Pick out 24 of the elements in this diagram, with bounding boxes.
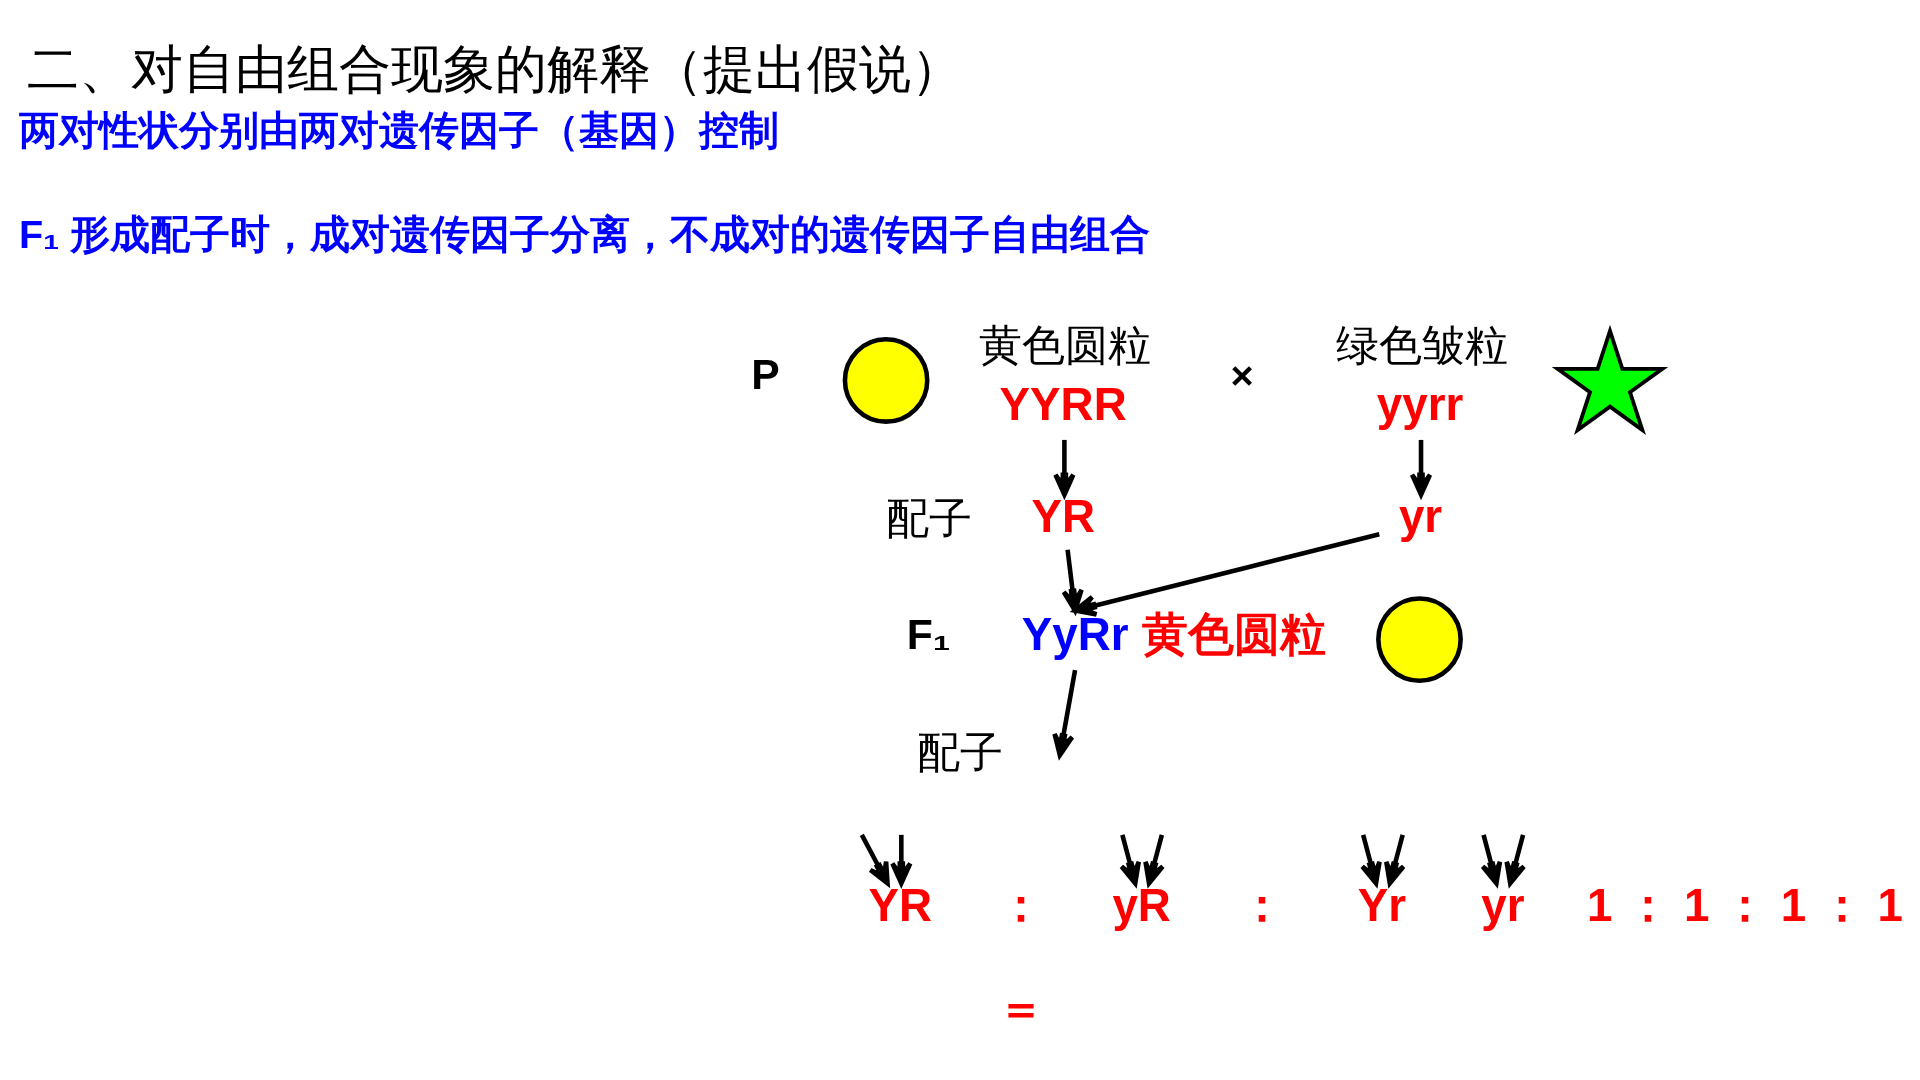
node-label: 黄色圆粒 <box>979 320 1152 369</box>
node-label: 黄色圆粒 <box>1142 608 1327 660</box>
label: 1 ： 1 ： 1 ： 1 <box>1587 879 1904 931</box>
node-text: YR <box>1031 490 1096 542</box>
node-text: YyRr <box>1021 608 1129 660</box>
label: 两对性状分别由两对遗传因子（基因）控制 <box>18 107 779 152</box>
node-text: Yr <box>1357 879 1407 931</box>
node-label: 绿色皱粒 <box>1335 320 1508 369</box>
label: 配子 <box>886 493 973 542</box>
label: ： <box>1238 879 1285 931</box>
diagram-title: 二、对自由组合现象的解释（提出假说） <box>26 39 963 98</box>
node-text: yr <box>1398 490 1443 542</box>
label: ： <box>998 879 1045 931</box>
node-text: YR <box>868 879 933 931</box>
label: × <box>1230 352 1254 397</box>
label: F₁ 形成配子时，成对遗传因子分离，不成对的遗传因子自由组合 <box>18 211 1151 256</box>
node-text: yr <box>1481 879 1525 931</box>
label: P <box>751 349 780 398</box>
label: F₁ <box>906 609 951 658</box>
node-text: yR <box>1112 879 1171 931</box>
node-text: YYRR <box>999 378 1127 430</box>
label: ＝ <box>998 982 1045 1034</box>
label: 配子 <box>916 727 1003 776</box>
node-text: yyrr <box>1376 378 1464 430</box>
